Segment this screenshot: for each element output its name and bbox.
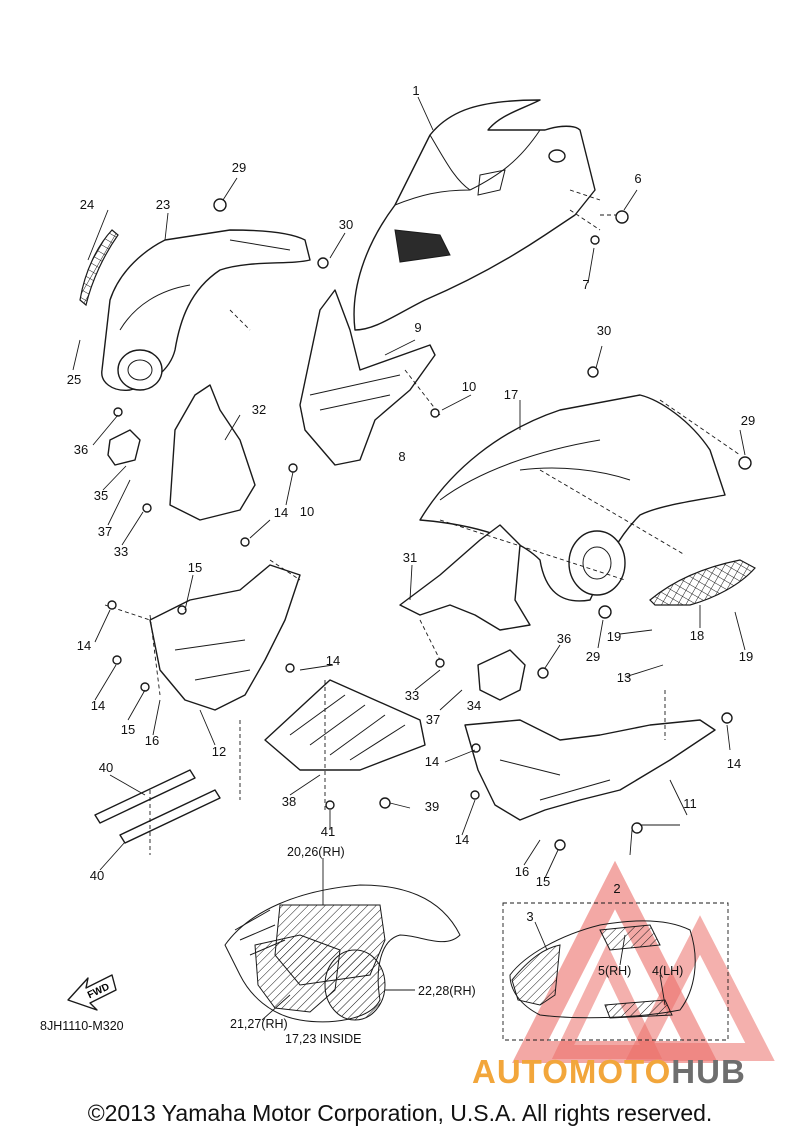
callout-15a: 15	[188, 560, 202, 575]
label-4-lh: 4(LH)	[652, 964, 683, 978]
callout-19a: 19	[607, 629, 621, 644]
callout-1: 1	[412, 83, 419, 98]
callout-40a: 40	[99, 760, 113, 775]
fwd-arrow: FWD	[67, 974, 117, 1011]
callout-29c: 29	[586, 649, 600, 664]
label-5-rh: 5(RH)	[598, 964, 631, 978]
callout-10b: 10	[300, 504, 314, 519]
callout-18: 18	[690, 628, 704, 643]
callout-14g: 14	[727, 756, 741, 771]
label-22-28: 22,28(RH)	[418, 984, 476, 998]
callout-32: 32	[252, 402, 266, 417]
watermark-part1: AUTOMOTO	[472, 1053, 672, 1090]
callout-36a: 36	[74, 442, 88, 457]
callout-34: 34	[467, 698, 481, 713]
callout-38: 38	[282, 794, 296, 809]
grille-part-24	[79, 229, 119, 307]
callout-36b: 36	[557, 631, 571, 646]
lower-cover-part-12	[149, 564, 301, 711]
callout-33a: 33	[114, 544, 128, 559]
lower-cover-part-8	[299, 289, 436, 466]
callout-30a: 30	[339, 217, 353, 232]
boot-part-34	[477, 649, 526, 701]
label-20-26: 20,26(RH)	[287, 845, 345, 859]
callout-40b: 40	[90, 868, 104, 883]
rail-part-40b	[119, 789, 221, 844]
callout-31: 31	[403, 550, 417, 565]
callout-25: 25	[67, 372, 81, 387]
callout-15c: 15	[536, 874, 550, 889]
callout-35: 35	[94, 488, 108, 503]
front-cowl-part-1	[353, 99, 596, 331]
callout-15b: 15	[121, 722, 135, 737]
callout-10a: 10	[462, 379, 476, 394]
fasteners	[107, 198, 752, 851]
inset-side-view: 20,26(RH) 22,28(RH) 21,27(RH) 17,23 INSI…	[224, 845, 476, 1046]
callout-16a: 16	[145, 733, 159, 748]
callout-9: 9	[414, 320, 421, 335]
watermark-logo	[512, 860, 775, 1063]
callout-29b: 29	[741, 413, 755, 428]
leader-lines	[72, 96, 746, 879]
watermark-part2: HUB	[671, 1053, 746, 1090]
callout-29a: 29	[232, 160, 246, 175]
label-17-23-inside: 17,23 INSIDE	[285, 1032, 361, 1046]
lower-cover-part-11	[464, 719, 716, 821]
callout-14d: 14	[326, 653, 340, 668]
bracket-part-32	[169, 384, 256, 521]
callout-24: 24	[80, 197, 94, 212]
side-cover-part-17	[419, 394, 726, 602]
callout-39: 39	[425, 799, 439, 814]
grille-part-18	[649, 559, 756, 606]
side-panel-part-23	[101, 229, 311, 391]
callout-11: 11	[683, 796, 697, 811]
callout-8: 8	[398, 449, 405, 464]
callout-14b: 14	[77, 638, 91, 653]
inset-trim-view: 5(RH) 4(LH)	[502, 902, 729, 1041]
callout-14f: 14	[455, 832, 469, 847]
callout-numbers: 1 2 3 6 7 8 9 10 10 11 12 13 14 14 14 14…	[67, 83, 755, 924]
callout-2: 2	[613, 881, 620, 896]
callout-14e: 14	[425, 754, 439, 769]
callout-37b: 37	[426, 712, 440, 727]
callout-14c: 14	[91, 698, 105, 713]
callout-7: 7	[582, 277, 589, 292]
watermark-text: AUTOMOTOHUB	[472, 1053, 746, 1091]
diagram-code: 8JH1110-M320	[40, 1019, 124, 1033]
label-21-27: 21,27(RH)	[230, 1017, 288, 1031]
under-panel-part-38	[264, 679, 426, 771]
callout-19b: 19	[739, 649, 753, 664]
callout-41: 41	[321, 824, 335, 839]
bracket-part-31	[399, 524, 531, 631]
callout-13: 13	[617, 670, 631, 685]
callout-17: 17	[504, 387, 518, 402]
callout-30b: 30	[597, 323, 611, 338]
guide-lines	[104, 189, 741, 855]
callout-23: 23	[156, 197, 170, 212]
callout-33b: 33	[405, 688, 419, 703]
copyright-notice: ©2013 Yamaha Motor Corporation, U.S.A. A…	[87, 1100, 713, 1126]
callout-14a: 14	[274, 505, 288, 520]
callout-12: 12	[212, 744, 226, 759]
callout-37a: 37	[98, 524, 112, 539]
rail-part-40a	[94, 769, 196, 824]
boot-part-35	[107, 429, 141, 466]
callout-6: 6	[634, 171, 641, 186]
callout-16b: 16	[515, 864, 529, 879]
callout-3: 3	[526, 909, 533, 924]
